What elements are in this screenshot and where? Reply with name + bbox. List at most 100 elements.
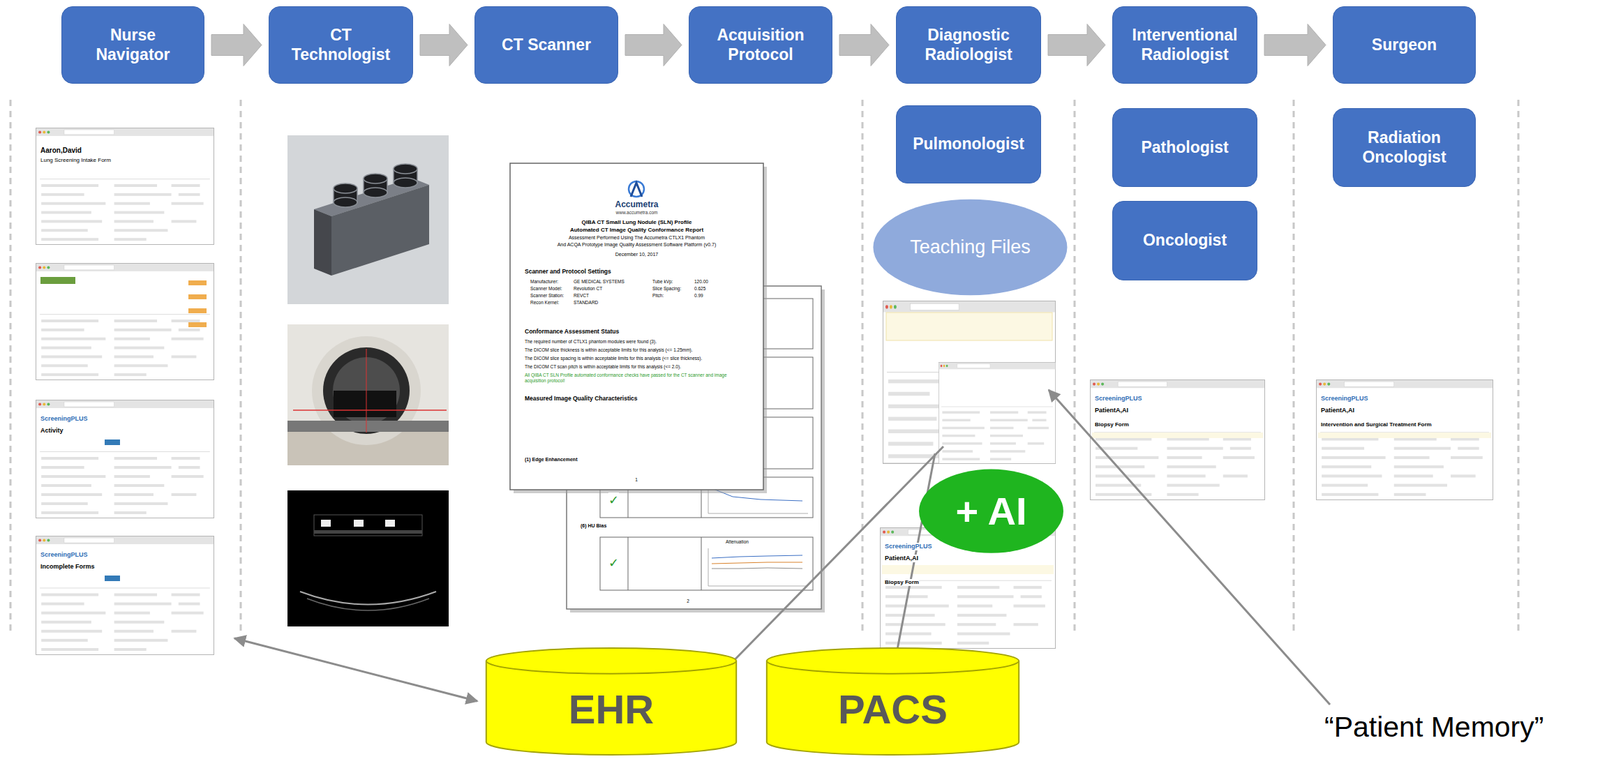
screenshot-text: ScreeningPLUS [884, 542, 933, 551]
report-page [510, 163, 825, 613]
cylinder-lid [766, 660, 1019, 674]
report-text: 2 [683, 598, 693, 605]
block-arrow [420, 24, 468, 67]
screenshot-text: ScreeningPLUS [1094, 394, 1143, 403]
screenshot-text: Biopsy Form [1094, 421, 1130, 429]
report-text: Recon Kernel: [530, 300, 559, 306]
report-text: GE MEDICAL SYSTEMS [573, 279, 625, 285]
block-arrow [625, 24, 682, 67]
node-label: Radiation Oncologist [1348, 128, 1461, 167]
report-text: Measured Image Quality Characteristics [524, 394, 638, 402]
form-screenshot [880, 301, 1494, 649]
role-box: Surgeon [1332, 6, 1476, 84]
node-label: Pulmonologist [912, 134, 1025, 155]
report-text: Tube kVp: [652, 279, 673, 285]
node-label: Oncologist [1142, 230, 1227, 251]
node-label: CT Technologist [285, 25, 398, 65]
node-label: Pathologist [1140, 138, 1229, 158]
ellipse-shape [872, 199, 1067, 296]
report-text: Conformance Assessment Status [524, 327, 619, 335]
role-box: Interventional Radiologist [1112, 6, 1258, 84]
report-text: December 10, 2017 [512, 251, 761, 258]
report-text: All QIBA CT SLN Profile automated confor… [524, 372, 749, 384]
ellipse-shape [918, 469, 1064, 554]
role-box: Pathologist [1112, 108, 1258, 188]
screenshot-text: Incomplete Forms [40, 563, 95, 571]
report-text: 0.625 [694, 286, 706, 292]
report-text: Automated CT Image Quality Conformance R… [512, 226, 761, 234]
node-label: Acquisition Protocol [704, 25, 817, 65]
report-text: Accumetra [512, 199, 761, 210]
report-text: The DICOM slice thickness is within acce… [524, 347, 693, 354]
form-screenshot [36, 127, 215, 655]
report-text: Revolution CT [573, 286, 603, 292]
screenshot-text: PatientA,AI [1320, 406, 1355, 415]
screenshot-text: ScreeningPLUS [1320, 394, 1369, 403]
node-label: Diagnostic Radiologist [912, 25, 1025, 65]
screenshot-text: Intervention and Surgical Treatment Form [1320, 421, 1432, 429]
report-text: QIBA CT Small Lung Nodule (SLN) Profile [512, 219, 761, 227]
report-text: 1 [632, 477, 641, 483]
node-label: Nurse Navigator [77, 25, 190, 65]
ellipse-node: Teaching Files [872, 198, 1069, 296]
role-box: Nurse Navigator [61, 6, 205, 84]
report-text: And ACQA Prototype Image Quality Assessm… [512, 242, 761, 248]
node-label: PACS [838, 685, 948, 735]
node-label: Teaching Files [909, 235, 1031, 259]
report-text: Scanner and Protocol Settings [524, 267, 612, 275]
node-label: Surgeon [1371, 35, 1437, 56]
cylinder-body [486, 648, 737, 755]
screenshot-text: Biopsy Form [884, 579, 919, 587]
node-label: CT Scanner [501, 35, 592, 56]
report-text: The DICOM slice spacing is within accept… [524, 355, 702, 362]
node-label: Interventional Radiologist [1129, 25, 1241, 65]
screenshot-text: ScreeningPLUS [40, 551, 88, 559]
ct-image [287, 490, 449, 627]
block-arrow [839, 24, 889, 67]
cylinder-lid [486, 660, 737, 674]
role-box: CT Technologist [268, 6, 414, 84]
report-text: Scanner Model: [530, 286, 563, 292]
report-text: Manufacturer: [530, 279, 559, 285]
report-text: STANDARD [573, 300, 598, 306]
column-separator [10, 99, 1519, 633]
report-text: Scanner Station: [530, 293, 564, 299]
report-text: Assessment Performed Using The Accumetra… [512, 235, 761, 241]
scanner-photo [287, 324, 449, 466]
role-box: Radiation Oncologist [1332, 108, 1476, 188]
screenshot-text: ScreeningPLUS [40, 415, 88, 423]
role-box: Oncologist [1112, 200, 1258, 281]
role-box: CT Scanner [474, 6, 619, 84]
role-box: Pulmonologist [895, 105, 1042, 184]
report-text: REVCT [573, 293, 589, 299]
report-text: Attenuation [725, 539, 749, 545]
check-mark: ✓ [608, 492, 619, 508]
ai-badge: + AI [918, 468, 1065, 554]
screenshot-text: Activity [40, 427, 64, 435]
report-text: 0.99 [694, 293, 704, 299]
database-cylinder: EHR [484, 648, 738, 755]
screenshot-text: PatientA,AI [884, 554, 919, 563]
report-text: The required number of CTLX1 phantom mod… [524, 339, 657, 345]
report-text: Slice Spacing: [652, 286, 682, 292]
role-box: Diagnostic Radiologist [895, 6, 1042, 84]
screenshot-text: PatientA,AI [1094, 406, 1129, 415]
report-text: www.accumetra.com [512, 210, 761, 216]
screenshot-text: Lung Screening Intake Form [40, 156, 111, 164]
report-text: (1) Edge Enhancement [524, 457, 578, 463]
block-arrow [211, 24, 262, 67]
block-arrow [1264, 24, 1326, 67]
report-text: 120.00 [694, 279, 709, 285]
node-label: EHR [568, 685, 654, 735]
screenshot-text: Aaron,David [40, 146, 82, 155]
phantom-render [287, 135, 449, 305]
cylinder-body [766, 648, 1019, 755]
report-text: Pitch: [652, 293, 664, 299]
callout-label: “Patient Memory” [1324, 710, 1544, 745]
block-arrow [1048, 24, 1106, 67]
report-text: The DICOM CT scan pitch is within accept… [524, 364, 682, 370]
role-box: Acquisition Protocol [688, 6, 833, 84]
node-label: + AI [955, 487, 1027, 535]
report-text: (6) HU Bias [580, 523, 607, 529]
